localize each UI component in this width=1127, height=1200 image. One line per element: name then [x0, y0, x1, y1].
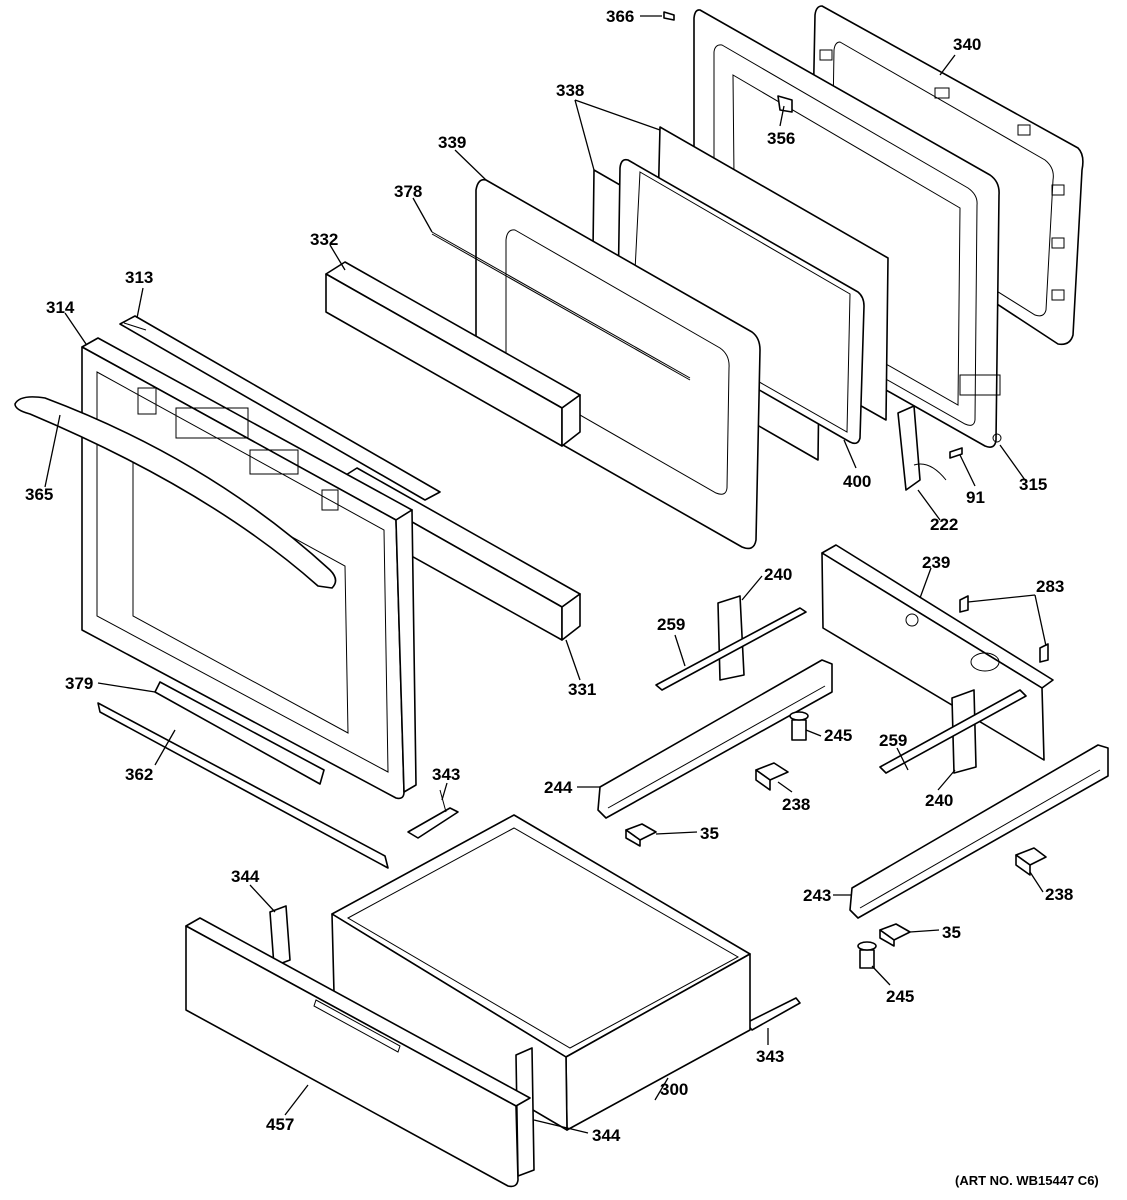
callout-344-upper: 344	[231, 867, 260, 886]
callout-259-upper: 259	[657, 615, 685, 634]
part-239-back-panel	[821, 544, 1054, 761]
callout-245-lower: 245	[886, 987, 914, 1006]
part-240-bracket-lower	[951, 689, 977, 774]
part-379-door-trim	[154, 681, 325, 785]
callout-315: 315	[1019, 475, 1047, 494]
part-378-wire	[431, 231, 691, 381]
callout-243: 243	[803, 886, 831, 905]
callout-238-lower: 238	[1045, 885, 1073, 904]
callout-240-lower: 240	[925, 791, 953, 810]
leader-lines	[44, 15, 1047, 1134]
part-344-drawer-bracket-lower	[515, 1047, 535, 1177]
part-362-door-trim	[97, 702, 389, 869]
callout-283: 283	[1036, 577, 1064, 596]
part-245-leveler-upper	[789, 711, 809, 741]
part-300-storage-drawer	[331, 814, 751, 1131]
part-243-side-rail	[849, 744, 1109, 919]
callout-222: 222	[930, 515, 958, 534]
callout-365: 365	[25, 485, 53, 504]
part-238-leg-lower	[1015, 847, 1047, 876]
part-91-screw	[949, 447, 963, 459]
callout-339: 339	[438, 133, 466, 152]
callout-239: 239	[922, 553, 950, 572]
callout-379: 379	[65, 674, 93, 693]
callout-238-upper: 238	[782, 795, 810, 814]
callout-366: 366	[606, 7, 634, 26]
callout-400: 400	[843, 472, 871, 491]
part-356-clip	[777, 95, 793, 113]
callout-332: 332	[310, 230, 338, 249]
part-238-leg-upper	[755, 762, 789, 791]
part-366-screw	[663, 11, 675, 21]
part-343-drawer-glide-upper	[407, 789, 459, 839]
part-344-drawer-bracket-upper	[269, 905, 291, 967]
part-313-door-top-trim	[119, 315, 441, 501]
callout-259-lower: 259	[879, 731, 907, 750]
callout-343-upper: 343	[432, 765, 460, 784]
callout-244: 244	[544, 778, 573, 797]
callout-35-lower: 35	[942, 923, 961, 942]
art-number: (ART NO. WB15447 C6)	[955, 1173, 1099, 1188]
callout-378: 378	[394, 182, 422, 201]
callout-338: 338	[556, 81, 584, 100]
part-339-door-inner-panel	[475, 178, 761, 550]
callout-344-lower: 344	[592, 1126, 621, 1145]
part-240-bracket-upper	[717, 595, 745, 681]
part-222-hinge	[897, 405, 947, 491]
callout-331: 331	[568, 680, 596, 699]
part-35-pad-upper	[625, 823, 657, 847]
part-259-rail-upper	[655, 607, 807, 691]
callout-356: 356	[767, 129, 795, 148]
callout-314: 314	[46, 298, 75, 317]
part-332-insulation	[325, 261, 581, 447]
part-343-drawer-glide-lower	[745, 997, 801, 1031]
callout-343-lower: 343	[756, 1047, 784, 1066]
part-457-drawer-front	[185, 917, 531, 1188]
part-35-pad-lower	[879, 923, 911, 947]
callout-245-upper: 245	[824, 726, 852, 745]
part-365-door-handle	[14, 396, 337, 589]
part-259-rail-lower	[879, 689, 1027, 774]
part-244-side-rail	[597, 659, 833, 819]
part-245-leveler-lower	[857, 941, 877, 969]
callout-313: 313	[125, 268, 153, 287]
callout-457: 457	[266, 1115, 294, 1134]
callout-91: 91	[966, 488, 985, 507]
callout-labels: 366 340 338 356 339 378 332 313 314 365 …	[25, 7, 1099, 1188]
callout-35-upper: 35	[700, 824, 719, 843]
callout-240-upper: 240	[764, 565, 792, 584]
part-400-door-gasket	[617, 158, 865, 445]
callout-362: 362	[125, 765, 153, 784]
callout-300: 300	[660, 1080, 688, 1099]
callout-340: 340	[953, 35, 981, 54]
